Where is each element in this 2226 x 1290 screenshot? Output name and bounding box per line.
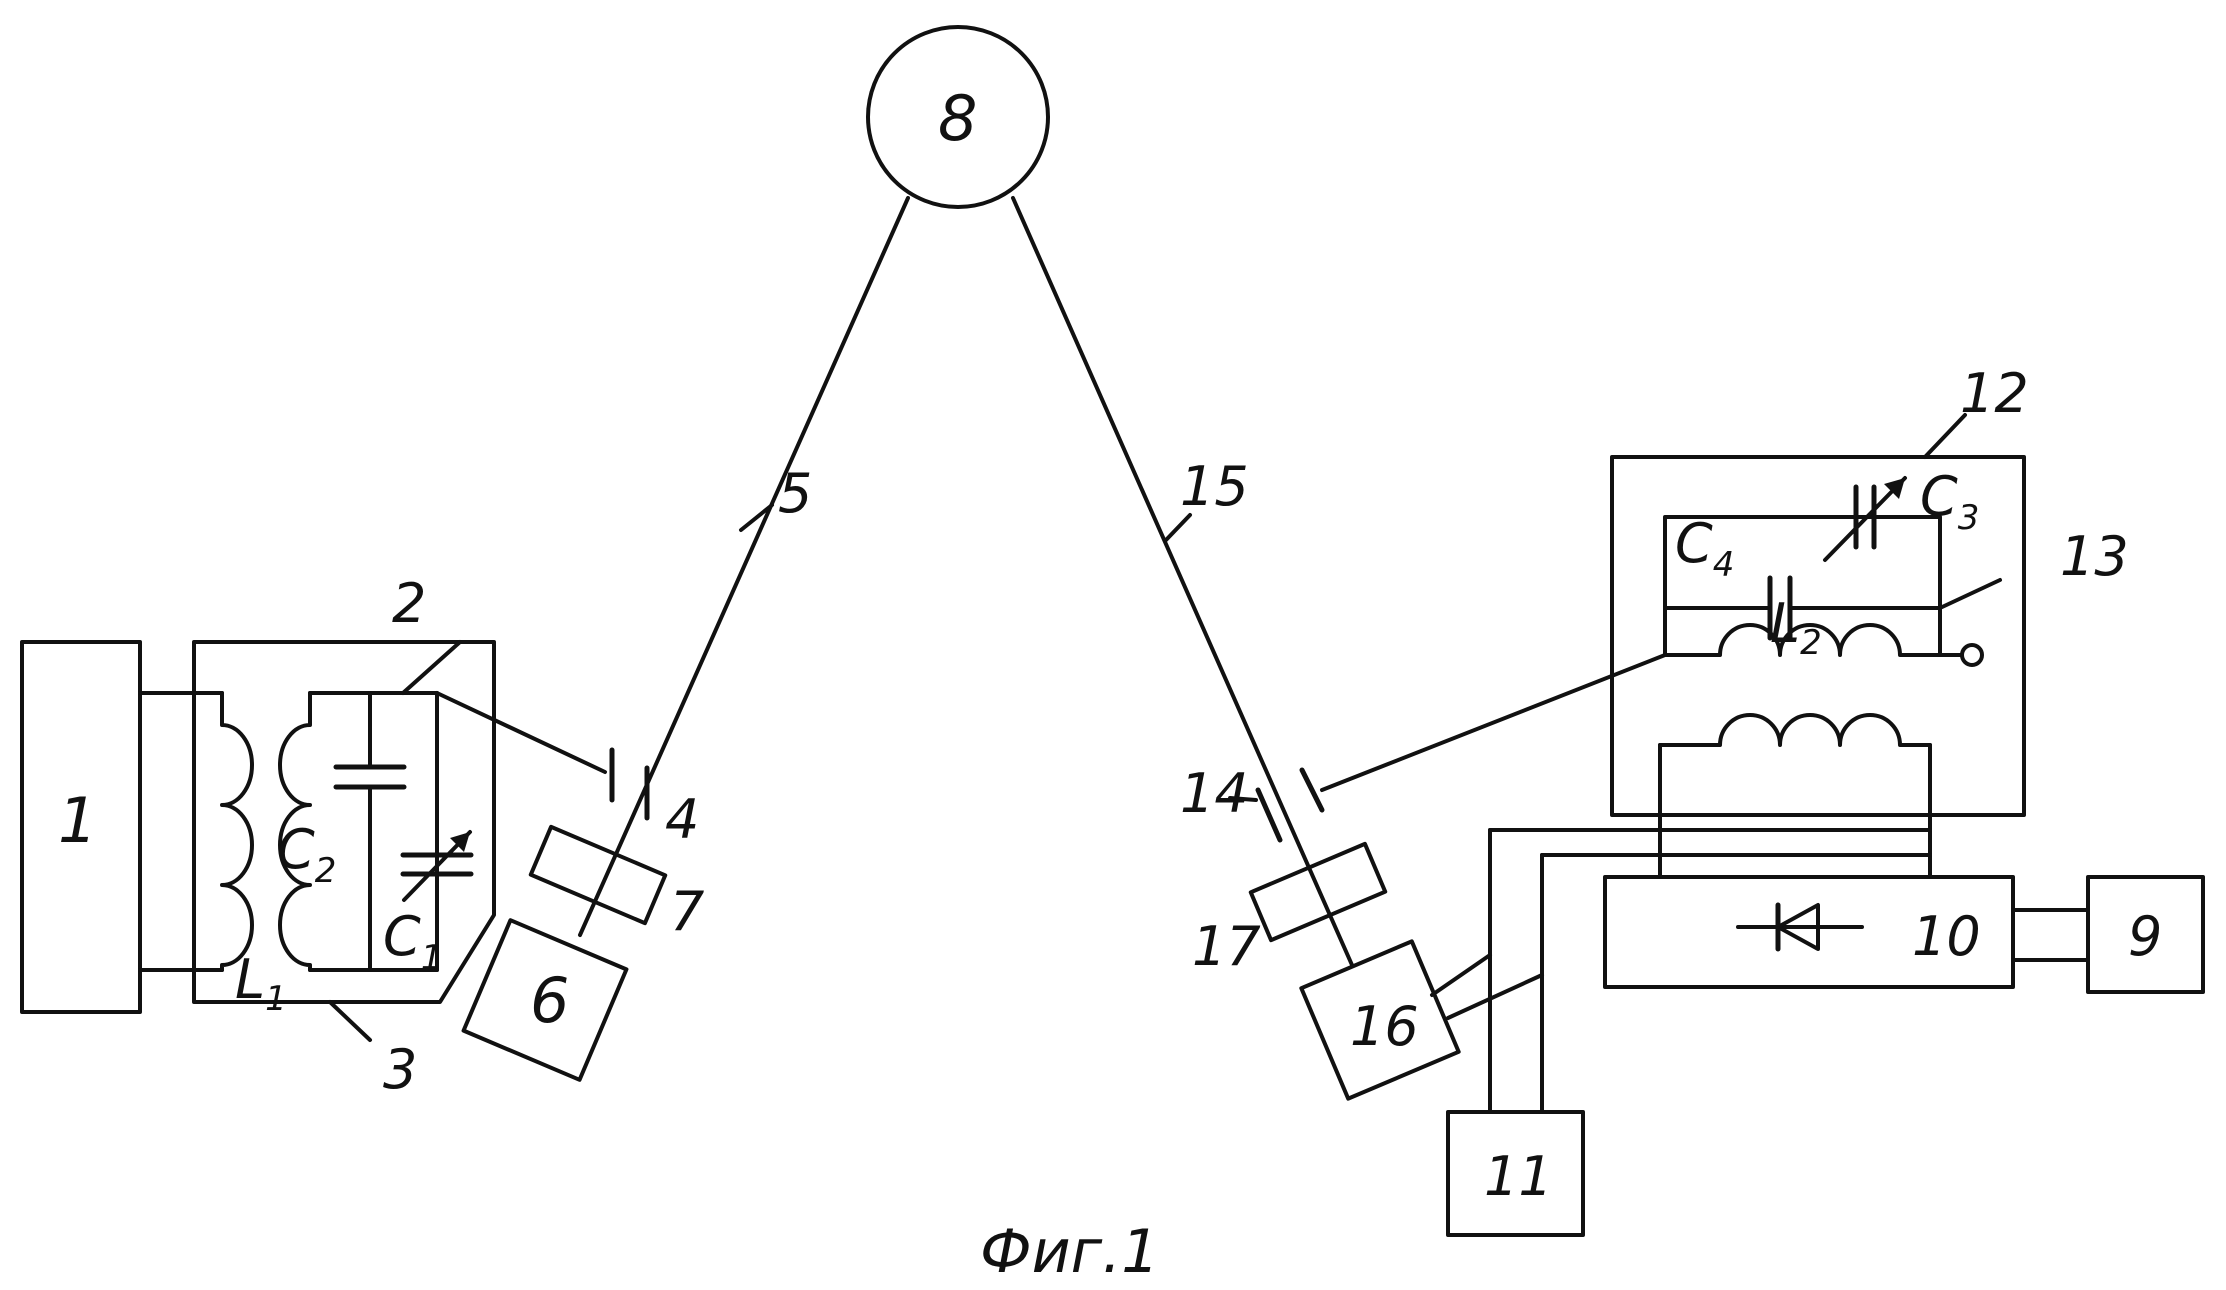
wire-to-coupler-4: [437, 693, 605, 772]
inductor-l1-primary: [222, 693, 252, 970]
pickup-coil: [1660, 715, 1930, 745]
callout-12: 12: [1960, 362, 2029, 425]
callout-15-leader: [1166, 515, 1190, 540]
line-5: [580, 198, 908, 935]
block-1-label: 1: [58, 784, 97, 857]
callout-17: 17: [1192, 915, 1261, 978]
figure-caption: Фиг.1: [980, 1217, 1159, 1287]
callout-3-leader: [330, 1002, 370, 1040]
callout-13-leader: [1940, 580, 2000, 608]
block-6-label: 6: [530, 964, 569, 1037]
callout-2-leader: [403, 642, 460, 693]
callout-4: 4: [665, 788, 699, 851]
block-9-label: 9: [2128, 905, 2162, 968]
callout-5: 5: [778, 462, 812, 525]
label-c2: C2: [277, 818, 336, 891]
callout-12-leader: [1925, 415, 1965, 457]
target-8-label: 8: [938, 82, 977, 155]
block-7: [531, 827, 665, 923]
block-16-label: 16: [1350, 995, 1419, 1058]
label-c3: C3: [1920, 465, 1979, 538]
label-l2: L2: [1770, 592, 1822, 663]
label-c4: C4: [1675, 512, 1734, 585]
coupler-14-plate-b: [1302, 770, 1322, 810]
label-c1: C1: [383, 905, 442, 978]
callout-2: 2: [392, 572, 426, 635]
wire-16-b: [1448, 975, 1542, 1018]
callout-3: 3: [383, 1038, 417, 1101]
callout-7: 7: [670, 880, 704, 943]
callout-15: 15: [1180, 455, 1249, 518]
output-terminal: [1962, 645, 1982, 665]
label-l1: L1: [235, 948, 287, 1019]
callout-13: 13: [2060, 525, 2129, 588]
wire-16-a: [1432, 955, 1490, 995]
callout-14: 14: [1180, 762, 1249, 825]
block-10-label: 10: [1912, 905, 1981, 968]
line-15: [1013, 198, 1352, 965]
block-11-label: 11: [1484, 1145, 1553, 1208]
callout-14-leader: [1230, 798, 1256, 800]
